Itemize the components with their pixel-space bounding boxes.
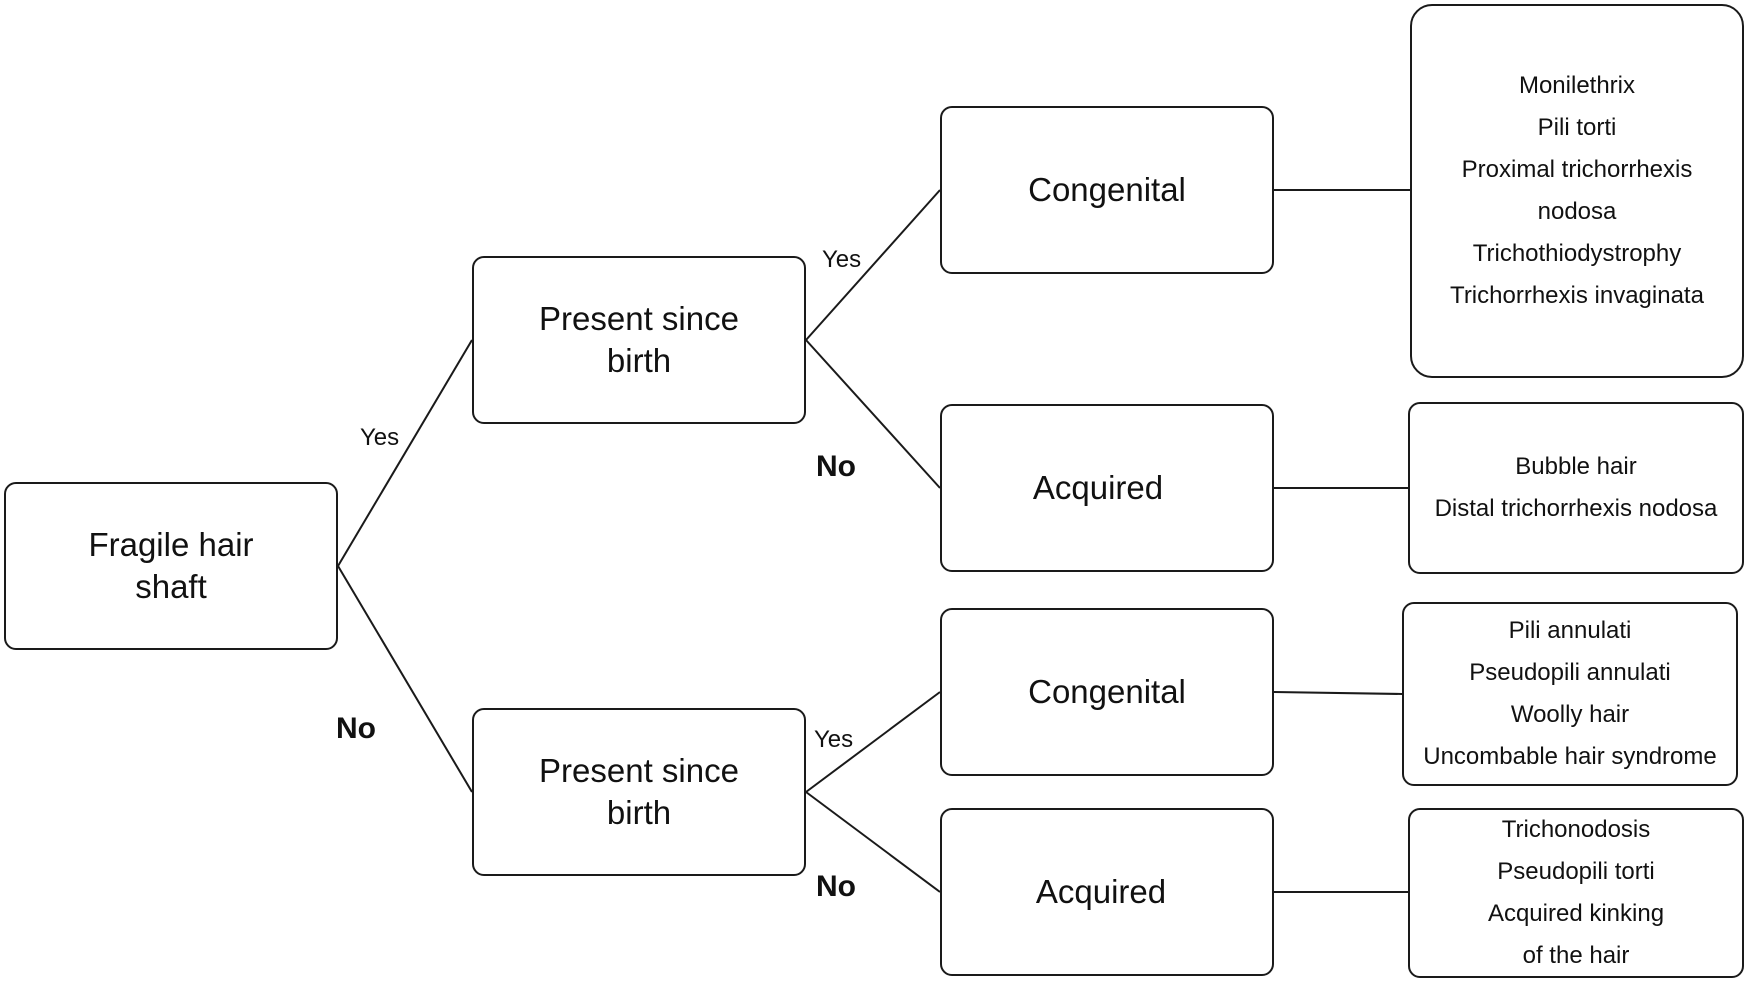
list-item: Trichothiodystrophy — [1472, 240, 1682, 267]
question-top-line-1: Present since — [539, 300, 739, 337]
list-item: Proximal trichorrhexis — [1461, 156, 1693, 183]
edge-label-bottom-yes: Yes — [814, 726, 854, 753]
edge-bottom-question-to-congenital — [805, 691, 941, 793]
list-item: Pili torti — [1537, 114, 1617, 141]
top-acquired-node: Acquired — [940, 404, 1274, 572]
top-acquired-conditions-list: Bubble hair Distal trichorrhexis nodosa — [1408, 402, 1744, 574]
bottom-acquired-label: Acquired — [1035, 873, 1167, 910]
edge-top-question-to-acquired — [805, 339, 941, 489]
question-node-bottom: Present since birth — [472, 708, 806, 876]
edge-bottom-congenital-to-list — [1273, 691, 1403, 695]
top-congenital-node: Congenital — [940, 106, 1274, 274]
edge-top-question-to-congenital — [805, 189, 941, 341]
question-bottom-line-2: birth — [606, 794, 672, 831]
list-item: Trichorrhexis invaginata — [1450, 282, 1704, 309]
question-bottom-line-1: Present since — [539, 752, 739, 789]
list-item: Uncombable hair syndrome — [1423, 743, 1717, 770]
edge-label-top-yes: Yes — [822, 246, 862, 273]
list-item: Woolly hair — [1510, 701, 1630, 728]
list-item: Acquired kinking — [1487, 900, 1665, 927]
root-node-fragile-hair-shaft: Fragile hair shaft — [4, 482, 338, 650]
edge-root-to-bottom-question — [337, 565, 473, 793]
edge-label-root-yes: Yes — [360, 424, 400, 451]
bottom-congenital-node: Congenital — [940, 608, 1274, 776]
list-item: Bubble hair — [1515, 453, 1637, 480]
question-top-line-2: birth — [606, 342, 672, 379]
root-node-line-1: Fragile hair — [88, 526, 254, 563]
list-item: Distal trichorrhexis nodosa — [1434, 495, 1718, 522]
bottom-congenital-conditions-list: Pili annulati Pseudopili annulati Woolly… — [1402, 602, 1738, 786]
edge-bottom-question-to-acquired — [805, 791, 941, 893]
edge-label-bottom-no: No — [816, 870, 856, 903]
list-item: of the hair — [1522, 942, 1630, 969]
list-item: Monilethrix — [1518, 72, 1636, 99]
list-item: Pseudopili annulati — [1469, 659, 1671, 686]
edge-label-top-no: No — [816, 450, 856, 483]
top-congenital-conditions-list: Monilethrix Pili torti Proximal trichorr… — [1410, 4, 1744, 378]
list-item: Pseudopili torti — [1497, 858, 1655, 885]
root-node-line-2: shaft — [135, 568, 207, 605]
list-item: Trichonodosis — [1501, 816, 1651, 843]
top-acquired-label: Acquired — [1032, 469, 1164, 506]
list-item: nodosa — [1537, 198, 1617, 225]
edge-label-root-no: No — [336, 712, 376, 745]
edge-root-to-top-question — [337, 339, 473, 567]
list-item: Pili annulati — [1508, 617, 1632, 644]
bottom-congenital-label: Congenital — [1028, 673, 1186, 710]
question-node-top: Present since birth — [472, 256, 806, 424]
bottom-acquired-conditions-list: Trichonodosis Pseudopili torti Acquired … — [1408, 808, 1744, 978]
top-congenital-label: Congenital — [1028, 171, 1186, 208]
bottom-acquired-node: Acquired — [940, 808, 1274, 976]
